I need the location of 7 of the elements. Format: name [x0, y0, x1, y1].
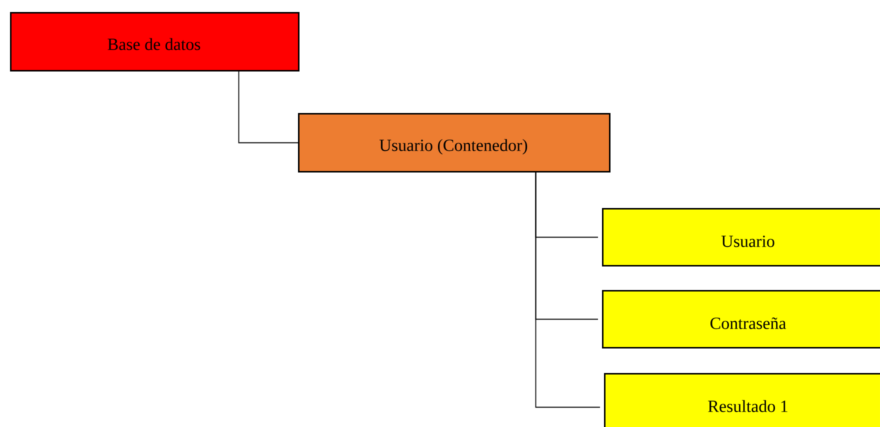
connector-line — [535, 172, 600, 408]
field-box: Usuario — [602, 208, 880, 266]
container-box: Usuario (Contenedor) — [298, 113, 610, 172]
field-box: Contraseña — [602, 290, 880, 348]
connector-line — [238, 71, 298, 144]
field-box: Resultado 1 — [604, 373, 880, 427]
database-box: Base de datos — [10, 12, 300, 72]
